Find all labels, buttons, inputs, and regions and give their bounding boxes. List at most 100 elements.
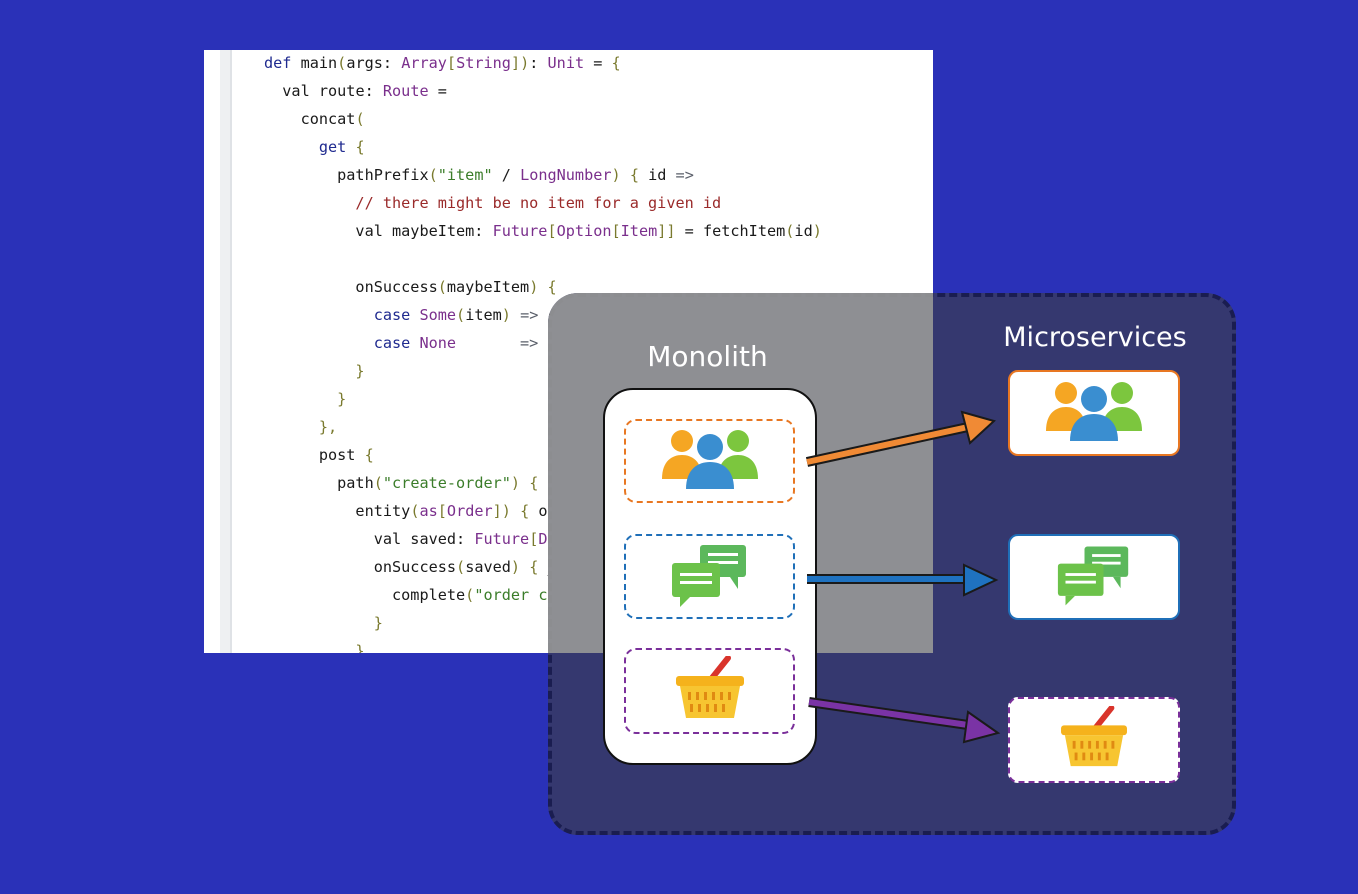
code-token: "item" (437, 166, 493, 184)
code-token: { (529, 558, 539, 576)
code-token: "create-order" (382, 474, 511, 492)
code-token: }, (264, 418, 338, 436)
code-line: } (264, 609, 383, 637)
monolith-title: Monolith (647, 340, 768, 373)
code-token: / (492, 166, 521, 184)
code-token: ) (611, 166, 621, 184)
code-token: = (428, 82, 447, 100)
code-line: val maybeItem: Future[Option[Item]] = fe… (264, 217, 821, 245)
microservice-users (1008, 370, 1180, 456)
code-line: path("create-order") { (264, 469, 538, 497)
code-token: : (529, 54, 548, 72)
code-token: Item (620, 222, 658, 240)
chat-icon (670, 543, 750, 611)
code-token: ) (501, 306, 511, 324)
code-line: post { (264, 441, 374, 469)
code-token: // there might be no item for a given id (264, 194, 722, 212)
code-token: concat (264, 110, 356, 128)
editor-gutter (220, 50, 230, 653)
code-token: ]) (492, 502, 511, 520)
code-token: ) (529, 278, 539, 296)
code-line: val saved: Future[Done] = (264, 525, 603, 553)
users-icon (660, 427, 760, 495)
code-token: ]] (657, 222, 676, 240)
code-line: concat( (264, 105, 365, 133)
code-token: [ (529, 530, 539, 548)
code-token: { (364, 446, 374, 464)
code-token: Unit (547, 54, 585, 72)
code-token: ( (410, 502, 420, 520)
code-token: = (584, 54, 612, 72)
code-token: { (520, 502, 530, 520)
code-line: }, (264, 413, 337, 441)
code-token: ( (465, 586, 475, 604)
code-line: // there might be no item for a given id (264, 189, 721, 217)
code-token: { (547, 278, 557, 296)
monolith-module-chat (624, 534, 795, 619)
code-token: ( (337, 54, 347, 72)
arrow-chat (807, 563, 999, 597)
code-token: onSuccess (264, 278, 438, 296)
code-token: pathPrefix (264, 166, 429, 184)
code-token: => (675, 166, 694, 184)
code-token: None (419, 334, 457, 352)
code-token: ( (456, 558, 466, 576)
code-token: } (264, 362, 365, 380)
code-token: case (264, 306, 420, 324)
code-line: pathPrefix("item" / LongNumber) { id => (264, 161, 694, 189)
code-token: entity (264, 502, 411, 520)
code-token: Order (446, 502, 493, 520)
monolith-module-basket (624, 648, 795, 734)
code-token: case (264, 334, 420, 352)
code-token: { (611, 54, 621, 72)
microservice-basket (1008, 697, 1180, 783)
code-token: path (264, 474, 374, 492)
code-token: => (510, 306, 548, 324)
code-token: ( (428, 166, 438, 184)
code-token: { (629, 166, 639, 184)
code-token: id (638, 166, 676, 184)
code-token: item (465, 306, 502, 324)
basket-icon (1059, 705, 1129, 774)
code-token: { (355, 138, 365, 156)
code-token: route: (318, 82, 383, 100)
code-line: } (264, 385, 346, 413)
code-token: } (264, 390, 347, 408)
code-token: Route (382, 82, 429, 100)
code-token: as (419, 502, 438, 520)
monolith-module-users (624, 419, 795, 503)
code-token: } (264, 614, 383, 632)
code-token: ( (785, 222, 795, 240)
code-line: get { (264, 133, 365, 161)
code-line: } (264, 637, 365, 653)
microservice-chat (1008, 534, 1180, 620)
code-token: Some (419, 306, 457, 324)
arrow-basket (808, 697, 1001, 744)
code-token: Future (492, 222, 548, 240)
code-token: [ (547, 222, 557, 240)
code-line: onSuccess(maybeItem) { (264, 273, 557, 301)
arrow-users (805, 410, 996, 467)
code-token: String (456, 54, 511, 72)
code-token: onSuccess (264, 558, 457, 576)
code-token: get (264, 138, 356, 156)
users-icon (1044, 379, 1144, 447)
code-token: Future (474, 530, 530, 548)
code-token: ( (437, 278, 447, 296)
code-token: [ (446, 54, 457, 72)
code-token: } (264, 642, 365, 653)
editor-gutter-divider (230, 50, 232, 653)
code-token: val maybeItem: (264, 222, 493, 240)
code-token: ) (510, 474, 521, 492)
code-token: Array (401, 54, 447, 72)
code-token: { (529, 474, 539, 492)
code-token: def (264, 54, 301, 72)
microservices-title: Microservices (1003, 322, 1187, 353)
code-token: complete (264, 586, 466, 604)
code-token: val saved: (264, 530, 475, 548)
code-token: ( (355, 110, 365, 128)
chat-icon (1056, 544, 1132, 610)
code-token: ( (456, 306, 466, 324)
code-token: Option (556, 222, 612, 240)
